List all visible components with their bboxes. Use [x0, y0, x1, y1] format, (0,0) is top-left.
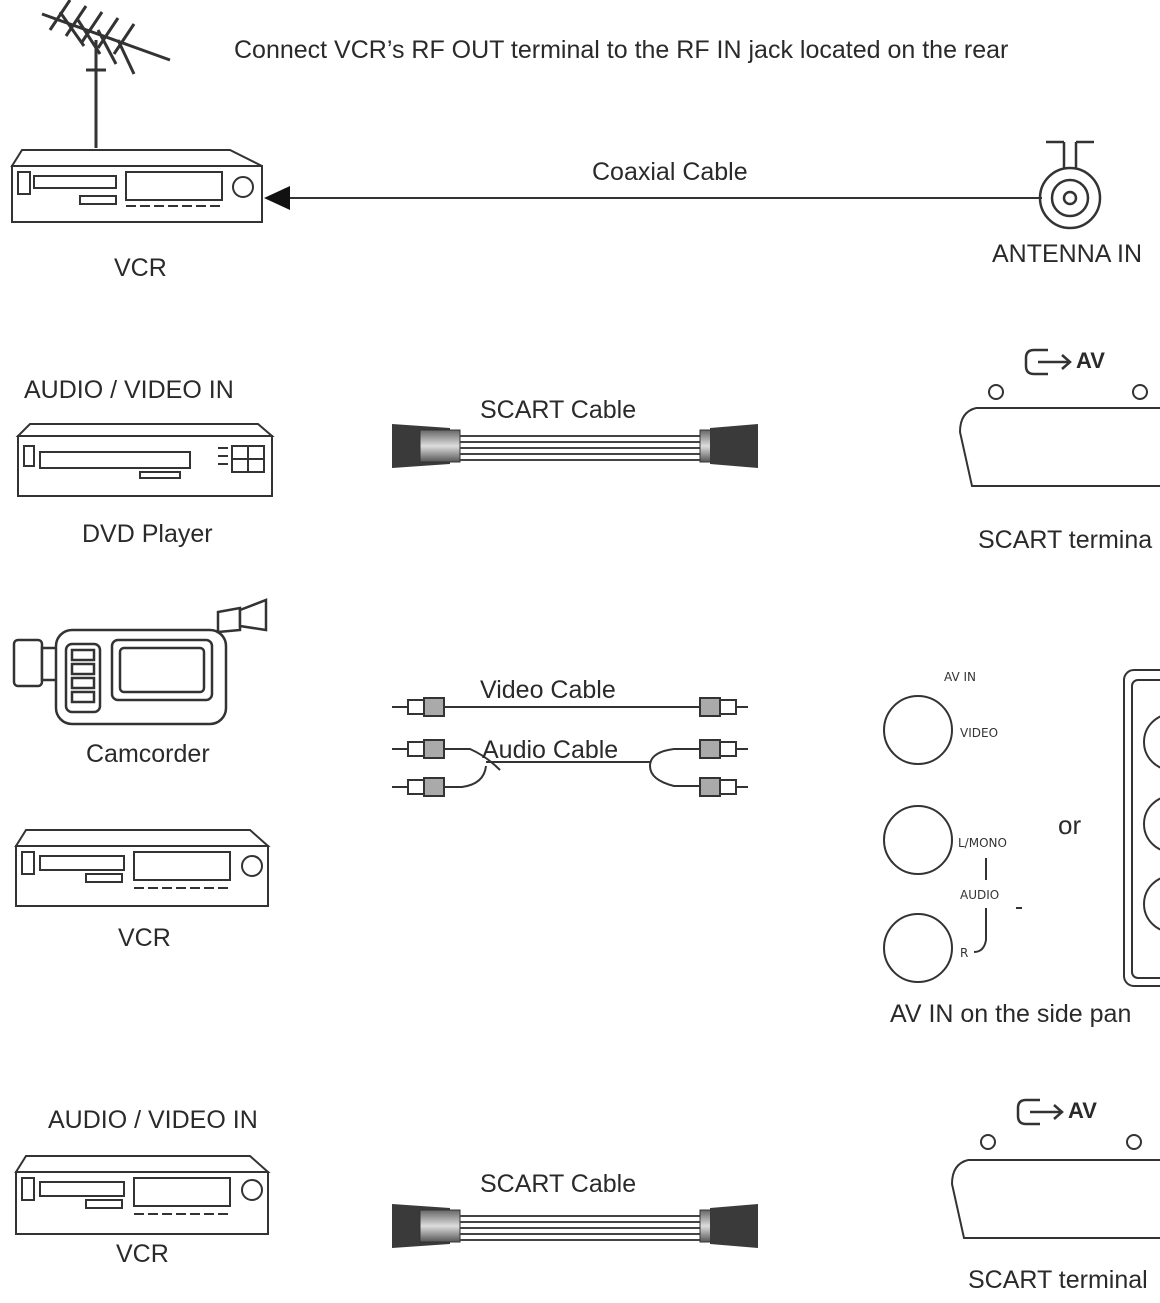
- r-jack-label: R: [960, 946, 969, 960]
- antenna-icon: [41, 0, 171, 148]
- camcorder-label: Camcorder: [86, 740, 210, 768]
- scart-cable-label: SCART Cable: [480, 396, 637, 424]
- video-jack-label: VIDEO: [960, 726, 999, 740]
- audio-video-in-header: AUDIO / VIDEO IN: [48, 1106, 258, 1134]
- camcorder-icon: [12, 598, 268, 726]
- scart-terminal-icon: [958, 384, 1160, 487]
- scart-cable-label: SCART Cable: [480, 1170, 637, 1198]
- coaxial-cable-label: Coaxial Cable: [592, 158, 748, 186]
- video-cable-label: Video Cable: [480, 676, 616, 704]
- vcr-label: VCR: [116, 1240, 169, 1268]
- audio-label: AUDIO: [960, 888, 1000, 902]
- scart-terminal-label: SCART termina: [978, 526, 1153, 554]
- av-label: AV: [1068, 1098, 1097, 1123]
- vcr-label: VCR: [114, 254, 167, 282]
- side-panel-label: AV IN on the side pan: [890, 1000, 1132, 1028]
- av-input-icon: [1016, 1098, 1064, 1126]
- scart-cable-icon: [392, 424, 758, 468]
- instruction-text: Connect VCR’s RF OUT terminal to the RF …: [234, 36, 1009, 64]
- vcr-icon: [14, 1155, 271, 1235]
- arrow-left-icon: [264, 186, 290, 210]
- audio-cable-label: Audio Cable: [482, 736, 619, 764]
- rca-cables-icon: [392, 697, 748, 797]
- scart-terminal-label: SCART terminal: [968, 1266, 1148, 1294]
- antenna-jack-icon: [1038, 140, 1102, 230]
- audio-video-in-header: AUDIO / VIDEO IN: [24, 376, 234, 404]
- side-panel-jacks: [883, 695, 1022, 983]
- vcr-icon: [14, 829, 271, 907]
- alt-side-panel: [1123, 669, 1160, 987]
- lmono-jack-label: L/MONO: [958, 836, 1007, 850]
- av-label: AV: [1076, 348, 1105, 373]
- or-label: or: [1058, 810, 1082, 840]
- av-in-panel-title: AV IN: [944, 670, 976, 684]
- dvd-player-icon: [15, 423, 275, 497]
- scart-terminal-icon: [950, 1134, 1160, 1239]
- vcr-icon: [10, 149, 263, 223]
- vcr-label: VCR: [118, 924, 171, 952]
- scart-cable-icon: [392, 1204, 758, 1248]
- antenna-in-label: ANTENNA IN: [992, 240, 1143, 268]
- av-input-icon: [1024, 348, 1072, 376]
- dvd-player-label: DVD Player: [82, 520, 213, 548]
